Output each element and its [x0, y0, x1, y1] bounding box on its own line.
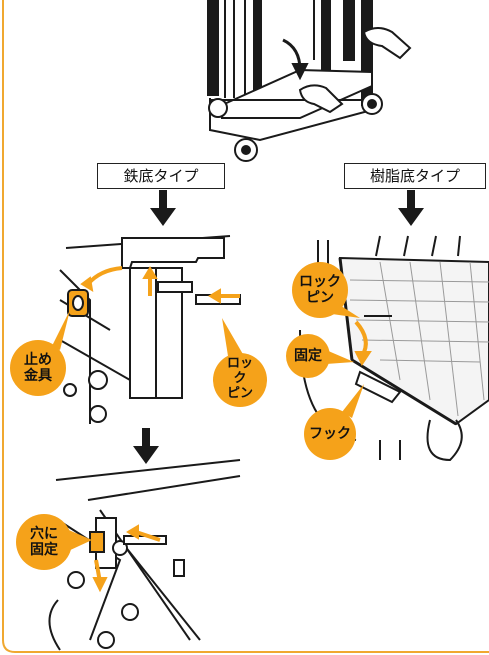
callout-fix-to-hole: 穴に 固定: [30, 526, 58, 558]
resin-bottom-illustration: [299, 235, 489, 462]
callout-hook: フック: [309, 426, 351, 442]
iron-fixed-illustration: [48, 459, 241, 651]
bubble-lock-pin-left: [213, 353, 267, 407]
callout-fixed: 固定: [294, 348, 322, 364]
arrow-down-resin: [398, 190, 424, 226]
bubble-stopper-fitting: [10, 340, 66, 396]
bubble-lock-pin-right: [292, 262, 348, 318]
cart-illustration: [207, 0, 412, 162]
label-resin-bottom: 樹脂底タイプ: [344, 163, 486, 189]
bubble-fix-to-hole: [16, 514, 72, 570]
bubble-fixed: [286, 334, 330, 378]
label-iron-bottom: 鉄底タイプ: [97, 163, 225, 189]
callout-lock-pin-right: ロック ピン: [299, 274, 341, 306]
arrow-down-iron: [150, 190, 176, 226]
callout-stopper-fitting: 止め 金具: [24, 352, 52, 384]
bubble-hook: [304, 408, 356, 460]
arrow-down-iron-2: [133, 428, 159, 464]
iron-bottom-illustration: [59, 235, 241, 424]
callout-lock-pin-left: ロッ ク ピン: [226, 356, 253, 401]
